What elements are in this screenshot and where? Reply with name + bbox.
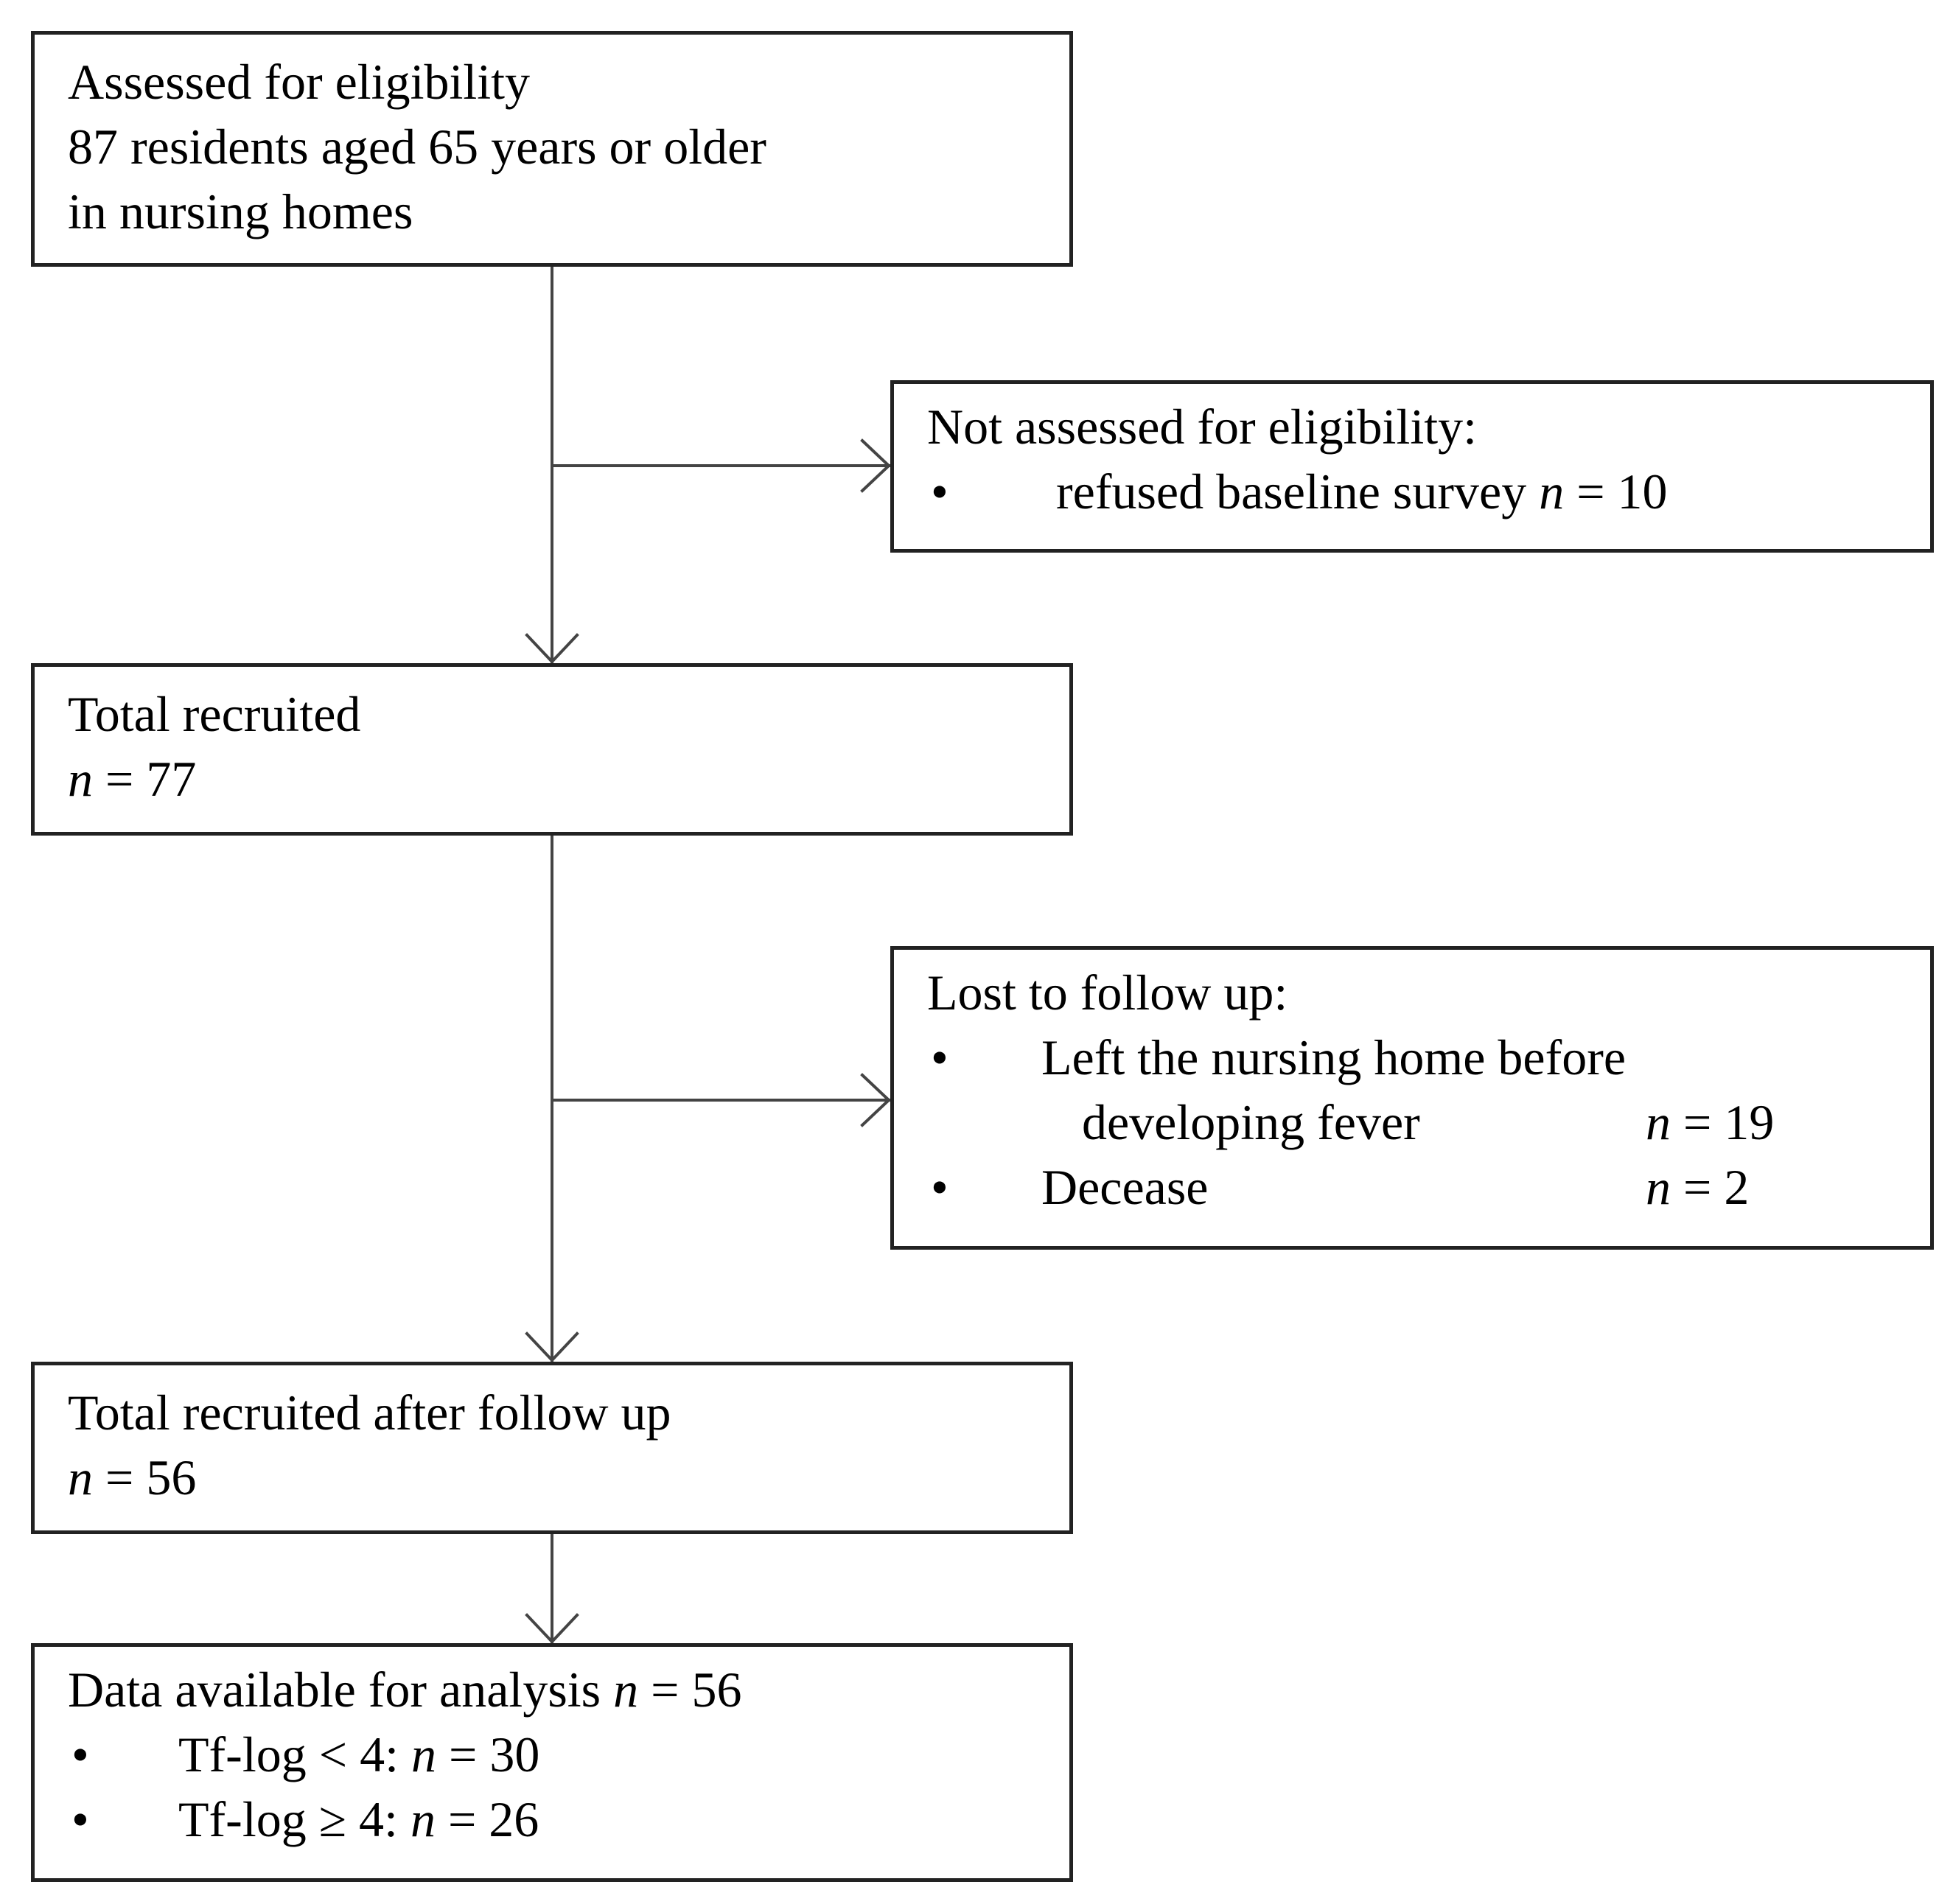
n-symbol: n (68, 751, 93, 807)
not-assessed-title: Not assessed for eligibility: (927, 399, 1478, 455)
recruited-count: n = 77 (68, 746, 196, 811)
lost-item-1-count: n = 19 (1646, 1090, 1774, 1155)
analysis-title-value: = 56 (651, 1662, 742, 1718)
lost-item-1-value: = 19 (1683, 1094, 1775, 1150)
arrowhead-recruited (525, 633, 579, 664)
assessed-eligibility-box: Assessed for eligibility 87 residents ag… (31, 31, 1073, 267)
not-assessed-item-value: = 10 (1576, 463, 1668, 519)
bullet-icon: • (931, 463, 948, 519)
not-assessed-item: refused baseline survey n = 10 (1056, 459, 1668, 524)
bullet-icon: • (931, 1159, 948, 1215)
n-symbol: n (68, 1449, 93, 1505)
analysis-item-1-label: Tf-log < 4: (178, 1726, 399, 1782)
lost-item-1-line-2: developing fever (1082, 1094, 1420, 1150)
analysis-title: Data available for analysis n = 56 (68, 1657, 742, 1722)
n-symbol: n (410, 1726, 436, 1782)
arrowhead-not-assessed (860, 438, 891, 493)
n-symbol: n (1646, 1094, 1671, 1150)
analysis-item-2-label: Tf-log ≥ 4: (178, 1791, 398, 1847)
n-symbol: n (1539, 463, 1565, 519)
data-available-box: Data available for analysis n = 56 • Tf-… (31, 1643, 1073, 1882)
lost-item-2-value: = 2 (1683, 1159, 1750, 1215)
lost-title: Lost to follow up: (927, 965, 1288, 1021)
arrowhead-data (525, 1613, 579, 1644)
assessed-line-2: 87 residents aged 65 years or older (68, 119, 766, 175)
bullet-icon: • (71, 1726, 89, 1782)
arrowhead-after (525, 1331, 579, 1362)
analysis-item-1-value: = 30 (448, 1726, 540, 1782)
recruited-title: Total recruited (68, 686, 361, 742)
n-symbol: n (1646, 1159, 1671, 1215)
analysis-item-2: Tf-log ≥ 4: n = 26 (178, 1787, 539, 1852)
analysis-title-text: Data available for analysis (68, 1662, 601, 1718)
recruited-value: = 77 (105, 751, 197, 807)
after-follow-up-box: Total recruited after follow up n = 56 (31, 1362, 1073, 1534)
lost-to-follow-up-box: Lost to follow up: • Left the nursing ho… (890, 946, 1934, 1250)
analysis-item-2-value: = 26 (447, 1791, 539, 1847)
n-symbol: n (410, 1791, 436, 1847)
lost-item-2-count: n = 2 (1646, 1155, 1749, 1219)
n-symbol: n (613, 1662, 639, 1718)
not-assessed-box: Not assessed for eligibility: • refused … (890, 380, 1934, 553)
not-assessed-item-label: refused baseline survey (1056, 463, 1527, 519)
assessed-line-3: in nursing homes (68, 183, 413, 239)
analysis-item-1: Tf-log < 4: n = 30 (178, 1722, 539, 1787)
bullet-icon: • (931, 1029, 948, 1085)
assessed-line-1: Assessed for eligibility (68, 54, 531, 110)
arrowhead-lost (860, 1073, 891, 1127)
lost-item-2-label: Decease (1041, 1159, 1209, 1215)
after-value: = 56 (105, 1449, 197, 1505)
after-title: Total recruited after follow up (68, 1385, 671, 1441)
lost-item-1-line-1: Left the nursing home before (1041, 1029, 1627, 1085)
after-count: n = 56 (68, 1445, 196, 1510)
bullet-icon: • (71, 1791, 89, 1847)
total-recruited-box: Total recruited n = 77 (31, 663, 1073, 836)
